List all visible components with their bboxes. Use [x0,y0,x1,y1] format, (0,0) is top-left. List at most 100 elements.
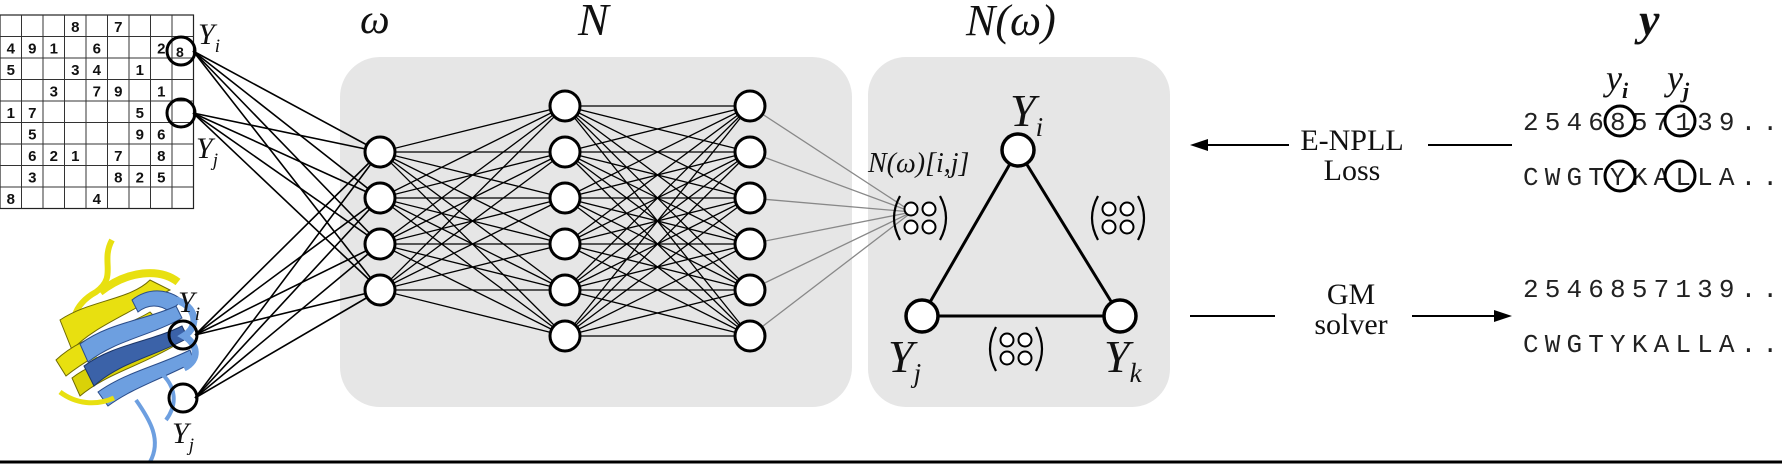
seq-yi-label: yi [1603,58,1629,103]
sudoku-cell: 6 [157,126,165,143]
sudoku-cell: 8 [71,19,79,36]
graphical-model: Yi Yj Yk N(ω)[i,j] [867,85,1143,388]
cost-function-label: N(ω)[i,j] [867,148,969,179]
sudoku-yi-digit: 8 [176,44,184,60]
sudoku-yi-circle [165,35,197,67]
seq-yj-circle-bottom [1663,159,1697,193]
bottom-digit-sequence: 2546857139.. [1523,275,1778,305]
network-output-header: N(ω) [965,0,1056,45]
seq-yi-circle-bottom [1603,159,1637,193]
seq-yj-circle-top [1663,104,1697,138]
sudoku-cell: 7 [114,19,122,36]
protein-yj-circle [167,382,199,414]
sudoku-cell: 4 [93,62,102,79]
cost-table [988,326,1044,372]
sudoku-cell: 9 [114,83,122,100]
seq-yj-label: yj [1664,58,1690,103]
sudoku-cell: 8 [157,148,165,165]
network-header: N [577,0,611,45]
sudoku-cell: 5 [136,105,144,122]
nn-neuron [548,273,582,307]
bottom-protein-sequence: CWGTYKALLA.. [1523,330,1778,360]
solution-header: y [1634,0,1660,45]
nn-neuron [363,227,397,261]
seq-yi-circle-top [1603,104,1637,138]
nn-neuron [733,89,767,123]
nn-neuron [548,227,582,261]
omega-header: ω [360,0,390,43]
nn-neuron [733,319,767,353]
top-digit-sequence: 2546857139.. [1523,108,1778,138]
node-yj-label: Yj [888,331,921,388]
nn-neuron [733,227,767,261]
top-protein-sequence: CWGTYKALLA.. [1523,163,1778,193]
sudoku-cell: 8 [7,191,15,208]
sudoku-cell: 1 [7,105,15,122]
nn-neuron [733,273,767,307]
loss-arrow: E-NPLL Loss [1190,124,1512,187]
cost-tables [892,195,1146,372]
node-yj [904,298,940,334]
sudoku-cell: 6 [28,148,36,165]
nn-neuron [548,181,582,215]
nn-neuron [548,89,582,123]
nn-neuron [363,135,397,169]
node-yk [1102,298,1138,334]
protein-yi-label: Yi [178,286,200,325]
sudoku-cell: 4 [93,191,102,208]
arrow-left-head [1190,139,1208,151]
neural-network-nodes [363,89,767,353]
nn-neuron [548,319,582,353]
sudoku-cell: 3 [71,62,79,79]
edge-i-j [920,149,1020,317]
sudoku-cell: 7 [114,148,122,165]
node-yi-label: Yi [1010,85,1043,142]
loss-label-line1: E-NPLL [1300,124,1403,157]
arrow-right-head [1494,310,1512,322]
cost-table [1090,195,1146,241]
nn-neuron [363,181,397,215]
sudoku-cell: 8 [114,169,122,186]
sequences: yi yj 2546857139.. CWGTYKALLA.. 25468571… [1523,58,1778,360]
node-yk-label: Yk [1104,331,1143,388]
cost-table [892,195,948,241]
sudoku-cell: 3 [28,169,36,186]
sudoku-cell: 7 [28,105,36,122]
protein-yj-label: Yj [172,417,194,456]
nn-neuron [363,273,397,307]
nn-neuron [548,135,582,169]
sudoku-cell: 9 [136,126,144,143]
sudoku-cell: 1 [157,83,165,100]
sudoku-yi-label: Yi [198,18,220,57]
protein-structure [55,238,199,463]
solver-label-line2: solver [1314,308,1387,341]
network-panel [340,57,852,407]
sudoku-yj-label: Yj [196,132,218,171]
solver-label-line1: GM [1327,278,1375,311]
loss-label-line2: Loss [1324,154,1381,187]
nn-neuron [733,181,767,215]
sudoku-cell: 4 [7,40,16,57]
sudoku-cell: 6 [93,40,101,57]
sudoku-cell: 5 [28,126,36,143]
output-edges [749,105,913,337]
solver-arrow: GM solver [1190,278,1512,341]
sudoku-cell: 5 [157,169,165,186]
graphical-model-panel [868,57,1170,407]
sudoku-cell: 3 [50,83,58,100]
nn-neuron [733,135,767,169]
sudoku-cell: 9 [28,40,36,57]
sudoku-cell: 5 [7,62,15,79]
sudoku-cell: 2 [157,40,165,57]
sudoku-cell: 1 [50,40,58,57]
protein-yi-circle [167,319,199,351]
input-edges [192,50,381,399]
sudoku-cell: 7 [93,83,101,100]
hidden-edges [379,105,751,337]
node-yi [1000,132,1036,168]
sudoku-cell: 2 [50,148,58,165]
sudoku-yj-circle [165,97,197,129]
sudoku-cell: 2 [136,169,144,186]
